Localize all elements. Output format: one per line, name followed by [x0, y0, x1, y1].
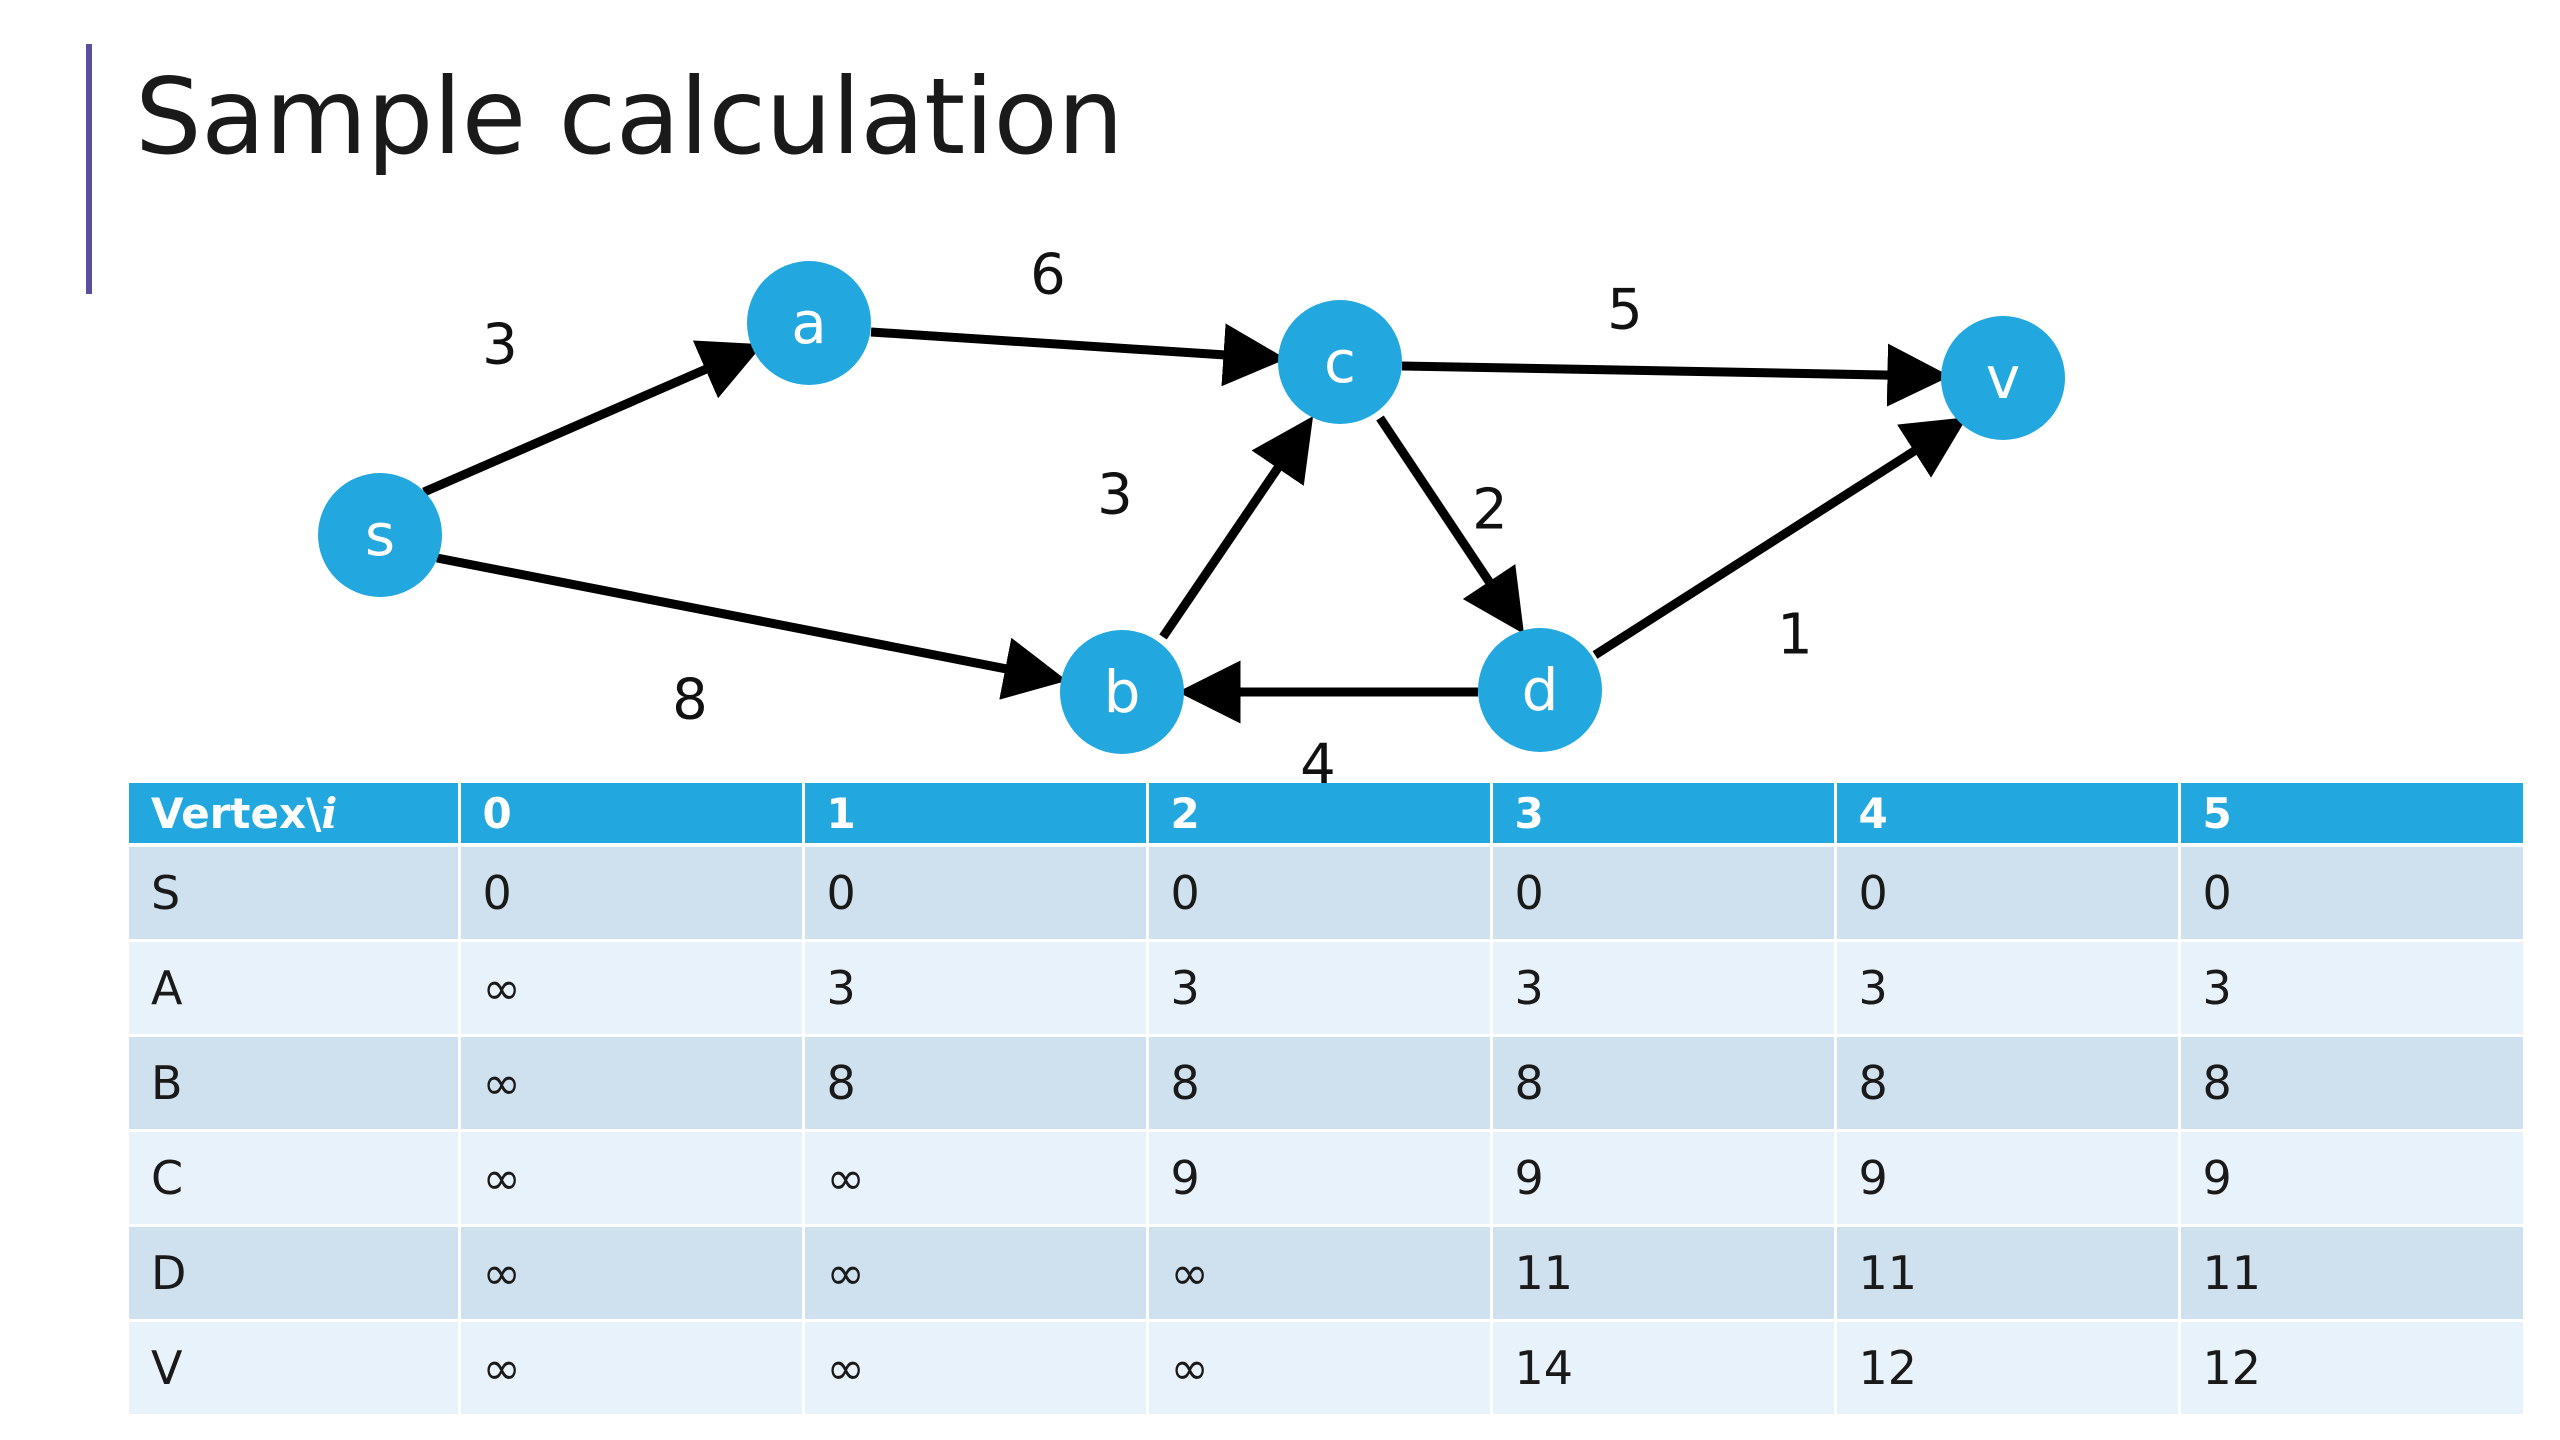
graph-node-b-label: b [1103, 658, 1141, 726]
graph-node-a[interactable]: a [747, 261, 871, 385]
table-header-col-4: 4 [1835, 783, 2181, 847]
title-accent-bar [86, 44, 92, 294]
table-row: B ∞ 8 8 8 8 8 [129, 1035, 2523, 1132]
edge-weight-d-v: 1 [1777, 602, 1813, 668]
table-row: D ∞ ∞ ∞ 11 11 11 [129, 1225, 2523, 1322]
row-vertex: D [129, 1225, 461, 1322]
graph-node-v[interactable]: v [1941, 316, 2065, 440]
table-row: C ∞ ∞ 9 9 9 9 [129, 1130, 2523, 1227]
cell: ∞ [459, 1035, 805, 1132]
table-row: S 0 0 0 0 0 0 [129, 845, 2523, 942]
cell: ∞ [459, 940, 805, 1037]
cell: ∞ [459, 1225, 805, 1322]
cell: 0 [1491, 845, 1837, 942]
table-header-corner-italic: i [321, 788, 338, 838]
row-vertex: B [129, 1035, 461, 1132]
cell: 12 [2179, 1320, 2523, 1417]
graph-node-s[interactable]: s [318, 473, 442, 597]
cell: 0 [1147, 845, 1493, 942]
graph-node-c[interactable]: c [1278, 300, 1402, 424]
table-header-corner: Vertex\i [129, 783, 461, 847]
cell: ∞ [459, 1130, 805, 1227]
table-header-row: Vertex\i 0 1 2 3 4 5 [129, 783, 2523, 847]
cell: 9 [1147, 1130, 1493, 1227]
cell: ∞ [459, 1320, 805, 1417]
cell: 14 [1491, 1320, 1837, 1417]
table-header-col-0: 0 [459, 783, 805, 847]
edge-c-v [1401, 343, 1951, 407]
cell: 0 [2179, 845, 2523, 942]
cell: 9 [1835, 1130, 2181, 1227]
cell: 9 [2179, 1130, 2523, 1227]
cell: 0 [803, 845, 1149, 942]
cell: ∞ [803, 1225, 1149, 1322]
edge-c-d [1376, 415, 1524, 634]
edge-s-a [422, 340, 764, 497]
cell: 11 [1835, 1225, 2181, 1322]
cell: 3 [1835, 940, 2181, 1037]
row-vertex: A [129, 940, 461, 1037]
cell: 11 [2179, 1225, 2523, 1322]
graph-node-c-label: c [1324, 328, 1356, 396]
graph-node-v-label: v [1985, 344, 2021, 412]
cell: 12 [1835, 1320, 2181, 1417]
cell: 3 [1491, 940, 1837, 1037]
graph-node-s-label: s [364, 501, 396, 569]
table-header-col-3: 3 [1491, 783, 1837, 847]
table-header-col-1: 1 [803, 783, 1149, 847]
cell: 8 [1835, 1035, 2181, 1132]
cell: ∞ [1147, 1225, 1493, 1322]
row-vertex: V [129, 1320, 461, 1417]
cell: 11 [1491, 1225, 1837, 1322]
cell: 0 [459, 845, 805, 942]
edge-d-v [1592, 417, 1968, 659]
edge-weight-c-v: 5 [1607, 277, 1643, 343]
cell: ∞ [803, 1130, 1149, 1227]
cell: 8 [803, 1035, 1149, 1132]
graph-node-d-label: d [1521, 656, 1559, 724]
row-vertex: C [129, 1130, 461, 1227]
table-header-col-2: 2 [1147, 783, 1493, 847]
cell: 8 [1491, 1035, 1837, 1132]
dp-table: Vertex\i 0 1 2 3 4 5 S 0 0 0 0 0 0 A ∞ [129, 783, 2523, 1417]
cell: 3 [803, 940, 1149, 1037]
graph-node-d[interactable]: d [1478, 628, 1602, 752]
edge-weight-s-a: 3 [482, 312, 518, 378]
table-header-col-5: 5 [2179, 783, 2523, 847]
table-header-corner-prefix: Vertex\ [151, 788, 322, 838]
cell: ∞ [803, 1320, 1149, 1417]
edge-s-b [436, 553, 1068, 700]
graph-node-b[interactable]: b [1060, 630, 1184, 754]
table-row: V ∞ ∞ ∞ 14 12 12 [129, 1320, 2523, 1417]
cell: ∞ [1147, 1320, 1493, 1417]
cell: 8 [1147, 1035, 1493, 1132]
graph-edges-svg [422, 323, 1968, 724]
edge-weight-a-c: 6 [1030, 242, 1066, 308]
edge-a-c [870, 323, 1287, 387]
cell: 9 [1491, 1130, 1837, 1227]
graph-diagram: s a c v b d 3 6 5 3 2 1 8 4 [318, 242, 2065, 798]
table-row: A ∞ 3 3 3 3 3 [129, 940, 2523, 1037]
edge-weight-c-d: 2 [1472, 477, 1508, 543]
graph-node-a-label: a [791, 289, 827, 357]
edge-b-c [1159, 416, 1314, 640]
edge-weight-b-c: 3 [1097, 462, 1133, 528]
cell: 0 [1835, 845, 2181, 942]
cell: 3 [1147, 940, 1493, 1037]
cell: 8 [2179, 1035, 2523, 1132]
row-vertex: S [129, 845, 461, 942]
page-title: Sample calculation [135, 56, 1124, 178]
cell: 3 [2179, 940, 2523, 1037]
edge-weight-s-b: 8 [672, 667, 708, 733]
